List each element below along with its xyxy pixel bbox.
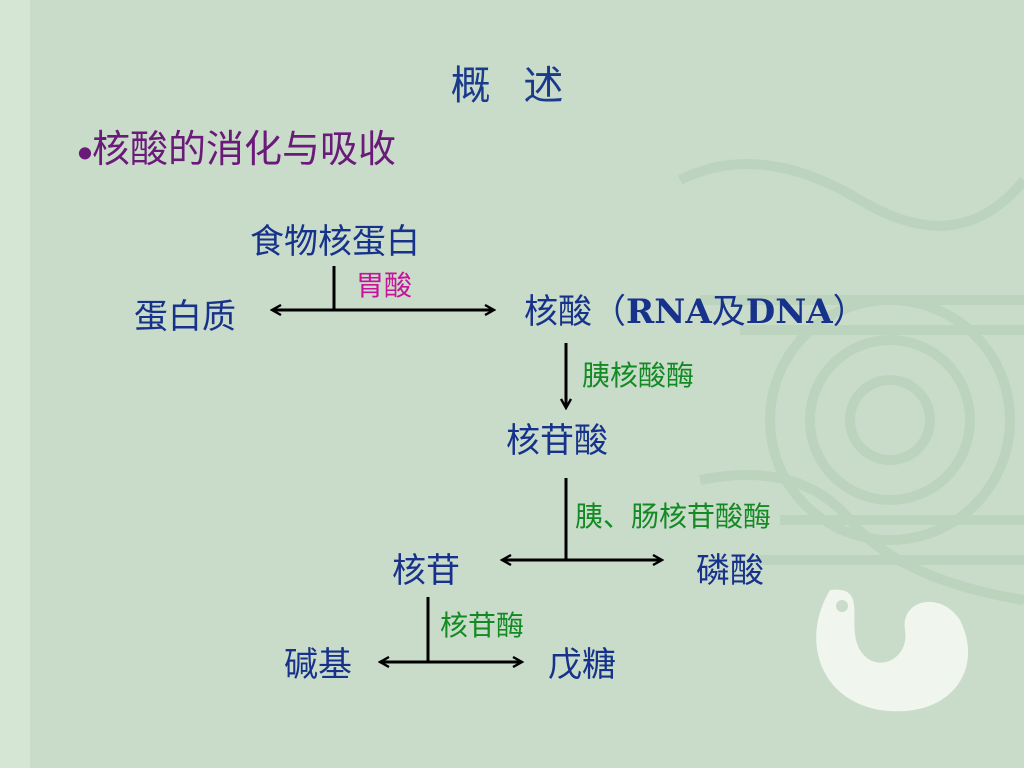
node-nucleic-acid: 核酸（RNA及DNA） xyxy=(524,295,867,329)
slide-title: 概 述 xyxy=(450,63,574,109)
enzyme-nucleosidase: 核苷酶 xyxy=(440,609,525,642)
bullet-marker: ● xyxy=(78,142,92,162)
enzyme-pancreatic-nuclease: 胰核酸酶 xyxy=(582,359,695,392)
nucleic-acid-suffix: ） xyxy=(832,292,867,332)
enzyme-nucleotidase: 胰、肠核苷酸酶 xyxy=(575,500,772,533)
node-food-nucleoprotein: 食物核蛋白 xyxy=(250,222,420,262)
node-nucleotide: 核苷酸 xyxy=(506,421,608,461)
bullet-text: 核酸的消化与吸收 xyxy=(91,127,396,171)
node-pentose: 戊糖 xyxy=(548,645,616,685)
bullet-heading: ●核酸的消化与吸收 xyxy=(78,130,396,168)
dragon-emblem-icon xyxy=(816,589,969,712)
nucleic-acid-prefix: 核酸（ xyxy=(524,292,626,332)
node-nucleoside: 核苷 xyxy=(392,551,460,591)
node-phosphate: 磷酸 xyxy=(696,551,764,591)
nucleic-acid-dna: DNA xyxy=(745,292,833,332)
nucleic-acid-rna: RNA xyxy=(626,292,712,332)
node-base: 碱基 xyxy=(284,645,352,685)
enzyme-gastric-acid: 胃酸 xyxy=(356,269,413,302)
nucleic-acid-and: 及 xyxy=(711,292,746,332)
node-protein: 蛋白质 xyxy=(134,297,236,337)
